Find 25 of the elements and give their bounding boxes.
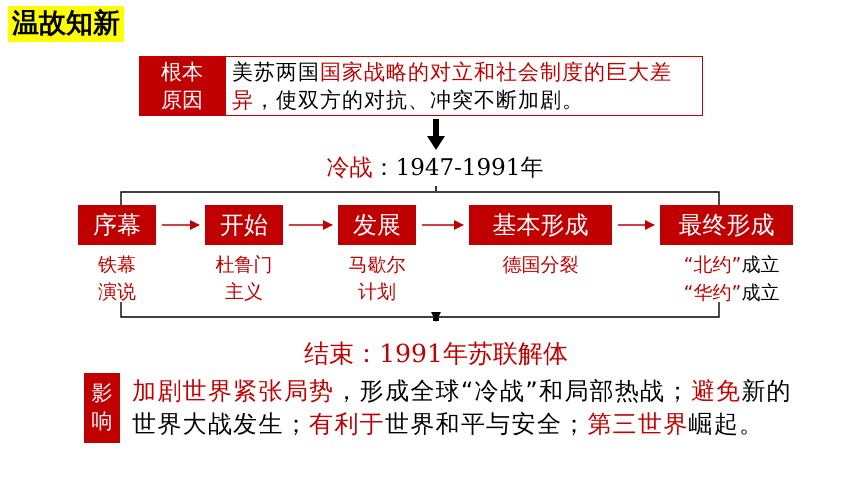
stage-box: 序幕 [78, 205, 156, 245]
impact-paragraph: 加剧世界紧张局势，形成全球“冷战”和局部热战；避免新的世界大战发生；有利于世界和平与安全；第三世界崛起。 [126, 373, 798, 445]
stage-box: 开始 [205, 205, 283, 245]
stage-box: 最终形成 [660, 205, 793, 245]
label-box: 影响 [84, 373, 120, 443]
stage-box: 基本形成 [469, 205, 612, 245]
stage-description: 杜鲁门主义 [214, 253, 274, 305]
arrow [289, 220, 333, 230]
stage-description: 德国分裂 [502, 253, 580, 278]
arrow [431, 312, 441, 322]
end-heading: 结束：1991年苏联解体 [280, 335, 592, 373]
arrow [427, 119, 445, 150]
arrow [422, 220, 464, 230]
stage-description: “华约”成立 [682, 281, 780, 306]
arrow [162, 220, 200, 230]
title-heading: 温故知新 [8, 6, 124, 42]
stage-description: 铁幕演说 [97, 253, 137, 305]
period-heading: 冷战：1947-1991年 [290, 150, 580, 186]
arrow [618, 220, 655, 230]
label-box: 根本原因 [139, 56, 225, 116]
explanation-box: 美苏两国 国家战略的对立和社会制度的巨大差异，使双方的对抗、冲突不断加剧。 [225, 56, 703, 116]
stage-box: 发展 [338, 205, 416, 245]
stage-description: 马歇尔计划 [348, 253, 406, 305]
stage-description: “北约”成立 [682, 253, 780, 278]
connector-line [435, 186, 437, 191]
